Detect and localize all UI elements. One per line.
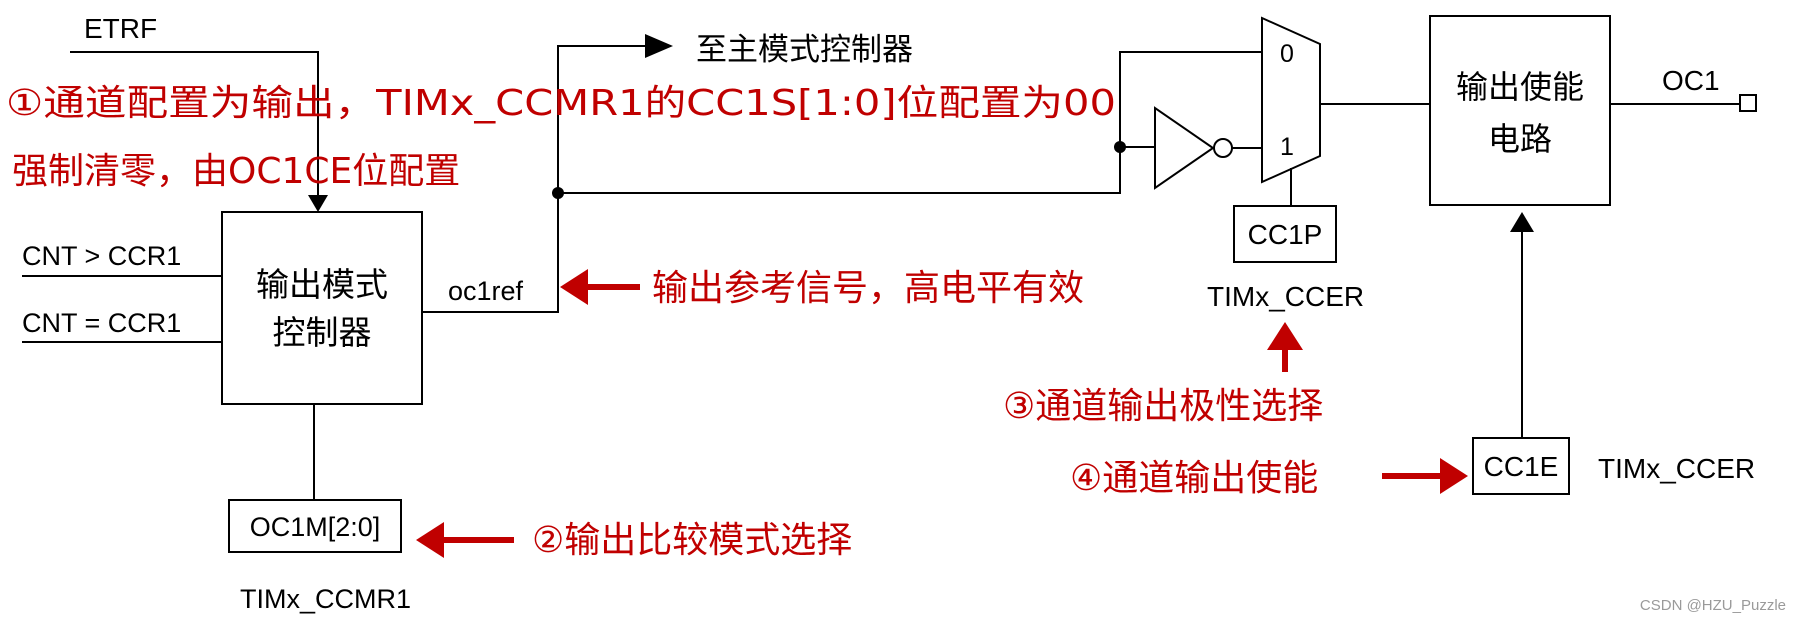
polarity-direct-wire xyxy=(558,51,1262,194)
etrf-label: ETRF xyxy=(84,13,157,44)
output-mode-controller-line1: 输出模式 xyxy=(256,265,388,304)
output-enable-circuit-line1: 输出使能 xyxy=(1456,68,1584,106)
output-enable-circuit-block xyxy=(1429,15,1611,206)
output-enable-circuit-line2: 电路 xyxy=(1488,120,1552,158)
cc1e-arrowhead xyxy=(1510,212,1534,232)
cnt-eq-ccr1-label: CNT = CCR1 xyxy=(22,308,181,338)
annotation-step1-line1: ①通道配置为输出，TIMx_CCMR1的CC1S[1:0]位配置为00 xyxy=(6,83,1116,124)
step4-arrowhead xyxy=(1440,458,1468,494)
oc1m-label: OC1M[2:0] xyxy=(250,512,381,542)
cc1e-label: CC1E xyxy=(1484,451,1559,482)
polarity-mux xyxy=(1261,16,1321,184)
etrf-arrowhead xyxy=(308,195,328,212)
oc1ref-note-arrowhead xyxy=(560,269,588,305)
cc1e-box xyxy=(1472,437,1570,495)
output-mode-controller-line2: 控制器 xyxy=(273,313,372,352)
etrf-wire xyxy=(70,51,319,205)
ccer-register-label-cc1p: TIMx_CCER xyxy=(1207,281,1364,312)
to-master-label: 至主模式控制器 xyxy=(696,32,913,68)
ccmr1-register-label: TIMx_CCMR1 xyxy=(240,584,411,614)
oc1ref-label: oc1ref xyxy=(448,276,524,306)
ccer-register-label-cc1e: TIMx_CCER xyxy=(1598,453,1755,484)
watermark: CSDN @HZU_Puzzle xyxy=(1640,597,1786,614)
inverter-gate xyxy=(1154,106,1215,190)
inverter-bubble xyxy=(1213,138,1233,158)
oc1-pin xyxy=(1739,94,1757,112)
mux-input-0-label: 0 xyxy=(1280,40,1294,68)
inverter-junction-dot xyxy=(1114,141,1126,153)
mux-input-1-label: 1 xyxy=(1280,133,1294,161)
oc1-label: OC1 xyxy=(1662,65,1720,96)
output-mode-controller-block xyxy=(221,211,423,405)
cc1p-label: CC1P xyxy=(1248,219,1323,250)
to-master-arrowhead xyxy=(645,34,673,58)
cnt-gt-ccr1-label: CNT > CCR1 xyxy=(22,241,181,271)
cc1p-box xyxy=(1233,205,1337,263)
step2-arrowhead xyxy=(416,522,444,558)
annotation-step4: ④通道输出使能 xyxy=(1070,458,1318,499)
annotation-oc1ref-note: 输出参考信号，高电平有效 xyxy=(652,268,1084,309)
annotation-step1-line2: 强制清零，由OC1CE位配置 xyxy=(12,151,460,192)
oc1m-box xyxy=(228,499,402,553)
oc1ref-wire xyxy=(422,45,645,313)
annotation-step3: ③通道输出极性选择 xyxy=(1003,386,1323,427)
annotation-step2: ②输出比较模式选择 xyxy=(532,520,852,561)
step3-arrowhead xyxy=(1267,322,1303,350)
